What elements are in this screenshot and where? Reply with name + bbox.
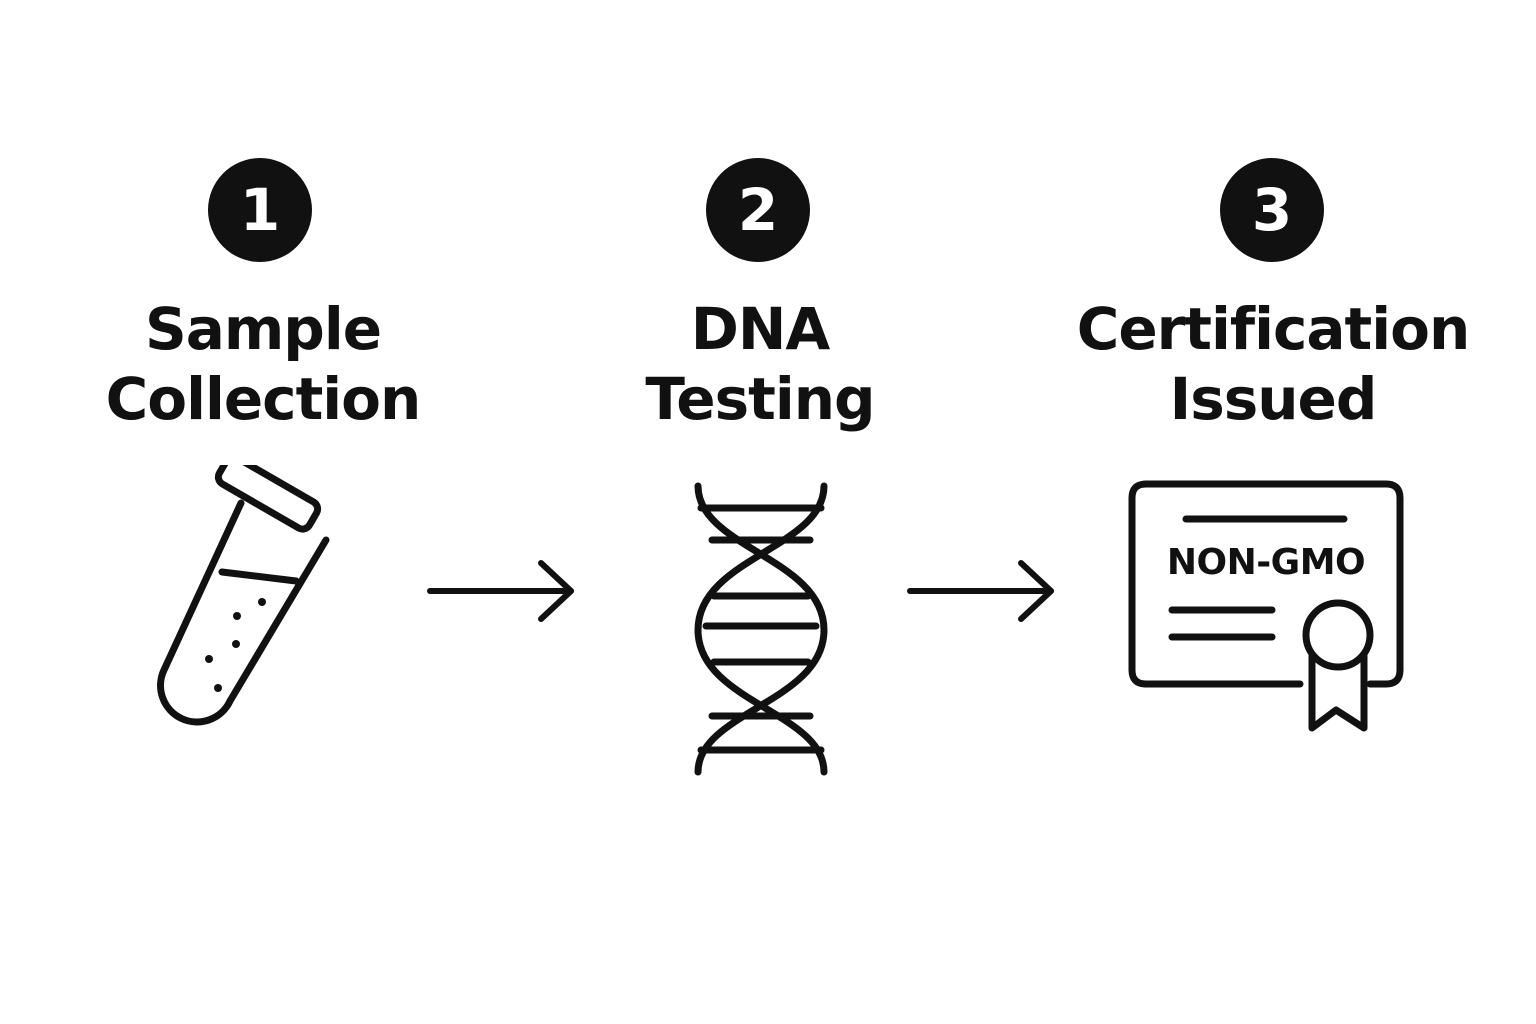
step-2-badge: 2 xyxy=(706,158,810,262)
step-1-badge: 1 xyxy=(208,158,312,262)
step-3-badge: 3 xyxy=(1220,158,1324,262)
step-3-title-line1: Certification xyxy=(1076,295,1471,363)
step-1-title-line1: Sample xyxy=(144,295,382,363)
step-2-number: 2 xyxy=(737,176,779,244)
certificate-icon: NON-GMO xyxy=(1124,476,1410,738)
step-2-title: DNA Testing xyxy=(530,294,990,434)
dna-helix-icon xyxy=(684,478,838,780)
certificate-text: NON-GMO xyxy=(1166,542,1366,583)
right-arrow-icon xyxy=(426,556,578,626)
step-2-title-line2: Testing xyxy=(645,365,875,433)
step-2-title-line1: DNA xyxy=(690,295,831,363)
step-3-title-line2: Issued xyxy=(1169,365,1378,433)
step-1-title: Sample Collection xyxy=(33,294,493,434)
step-3-number: 3 xyxy=(1251,176,1293,244)
step-3-title: Certification Issued xyxy=(1043,294,1503,434)
step-1-title-line2: Collection xyxy=(105,365,422,433)
step-1-number: 1 xyxy=(239,176,281,244)
test-tube-icon xyxy=(150,465,360,745)
right-arrow-icon xyxy=(906,556,1058,626)
